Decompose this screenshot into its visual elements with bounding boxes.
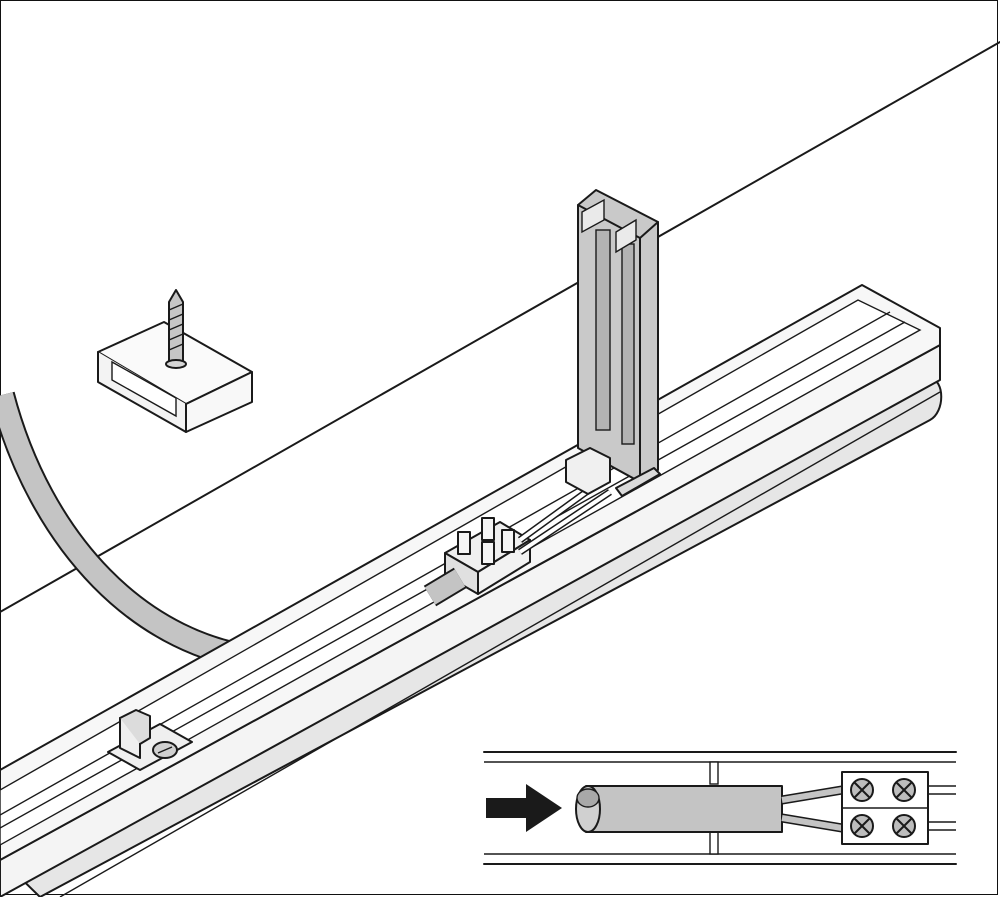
detail-inset (483, 751, 957, 865)
rail-edge-line (59, 391, 941, 897)
terminal-pins (457, 517, 515, 565)
terminal-screw-icon (850, 814, 874, 838)
insertion-arrow-icon (486, 784, 562, 832)
inset-cable (575, 785, 783, 833)
inset-wires (781, 785, 843, 833)
terminal-block (423, 479, 612, 607)
inset-terminal-block (841, 771, 956, 845)
terminal-screw-icon (850, 778, 874, 802)
inset-divider-top (709, 761, 719, 785)
suspension-bracket (565, 189, 661, 497)
mounting-clip-with-screw (97, 289, 253, 433)
inset-divider-bottom (709, 829, 719, 855)
ceiling-edge-line (0, 41, 1000, 613)
terminal-screw-icon (892, 814, 916, 838)
end-fixing-clip (107, 709, 193, 771)
terminal-screw-icon (892, 778, 916, 802)
wood-screw (165, 289, 187, 369)
